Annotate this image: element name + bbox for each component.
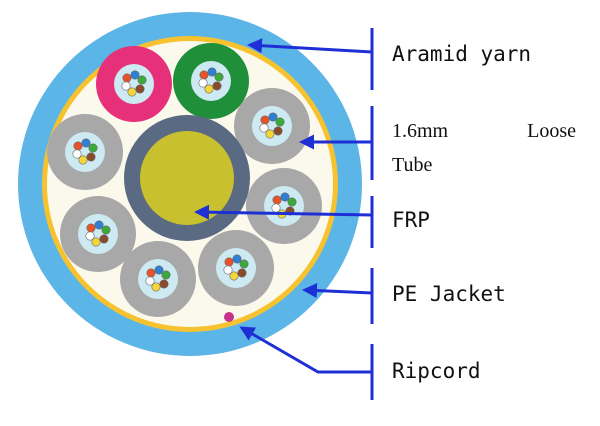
tube-gel [191, 61, 231, 101]
fiber [145, 276, 155, 286]
label-loose-tube-word2: Tube [392, 154, 433, 176]
fiber [135, 84, 145, 94]
fiber [224, 257, 234, 267]
fiber [86, 223, 96, 233]
fiber [81, 138, 91, 148]
fiber [101, 225, 111, 235]
fiber [86, 152, 96, 162]
loose-tube-upper-right [234, 88, 310, 164]
label-loose-tube-word1: Loose [527, 120, 576, 142]
fiber [161, 270, 171, 280]
fiber [159, 279, 169, 289]
fiber [280, 192, 290, 202]
tube-gel [252, 106, 292, 146]
fiber [78, 155, 88, 165]
label-ripcord: Ripcord [392, 359, 481, 383]
arrow-pe-jacket [302, 283, 373, 299]
fiber [268, 112, 278, 122]
arrow-aramid-yarn [247, 38, 373, 54]
fiber [232, 254, 242, 264]
fiber [151, 282, 161, 292]
fiber [94, 220, 104, 230]
loose-tube-right [246, 168, 322, 244]
tube-gel [216, 248, 256, 288]
fiber [88, 143, 98, 153]
fiber [72, 149, 82, 159]
label-pe-jacket: PE Jacket [392, 282, 506, 306]
fiber [273, 126, 283, 136]
ripcord [224, 312, 234, 322]
tube-gel [65, 132, 105, 172]
fiber [127, 87, 137, 97]
fiber [73, 141, 83, 151]
fiber [260, 115, 270, 125]
arrow-frp [194, 204, 373, 220]
arrow-ripcord [239, 326, 372, 374]
loose-tube-lower-left [60, 196, 136, 272]
loose-tube-lower-right [198, 230, 274, 306]
label-aramid-yarn: Aramid yarn [392, 42, 531, 66]
loose-tubes [47, 43, 322, 317]
cable-cross-section [18, 12, 362, 356]
fiber [199, 70, 209, 80]
fiber [137, 75, 147, 85]
fiber [214, 72, 224, 82]
labels: Aramid yarn 1.6mm Loose Tube FRP PE Jack… [392, 42, 576, 383]
fiber [259, 123, 269, 133]
fiber [130, 70, 140, 80]
fiber [154, 265, 164, 275]
fiber [146, 268, 156, 278]
loose-tube-bottom [120, 241, 196, 317]
fiber [121, 81, 131, 91]
tube-gel [78, 214, 118, 254]
fiber [91, 237, 101, 247]
fiber [237, 268, 247, 278]
label-loose-tube-size: 1.6mm [392, 120, 449, 142]
fiber [265, 129, 275, 139]
fiber [99, 234, 109, 244]
leader-arrows [194, 38, 373, 374]
loose-tube-pink [96, 46, 172, 122]
fiber [271, 203, 281, 213]
frp-core [140, 131, 234, 225]
fiber [229, 271, 239, 281]
tube-gel [114, 64, 154, 104]
fiber [122, 73, 132, 83]
fiber [85, 231, 95, 241]
fiber [223, 265, 233, 275]
fiber [207, 67, 217, 77]
fiber [275, 117, 285, 127]
fiber [239, 259, 249, 269]
fiber [204, 84, 214, 94]
tube-gel [138, 259, 178, 299]
fiber [198, 78, 208, 88]
fiber [287, 197, 297, 207]
loose-tube-green [173, 43, 249, 119]
fiber [272, 195, 282, 205]
tube-gel [264, 186, 304, 226]
fiber [212, 81, 222, 91]
label-frp: FRP [392, 208, 430, 232]
loose-tube-left [47, 114, 123, 190]
